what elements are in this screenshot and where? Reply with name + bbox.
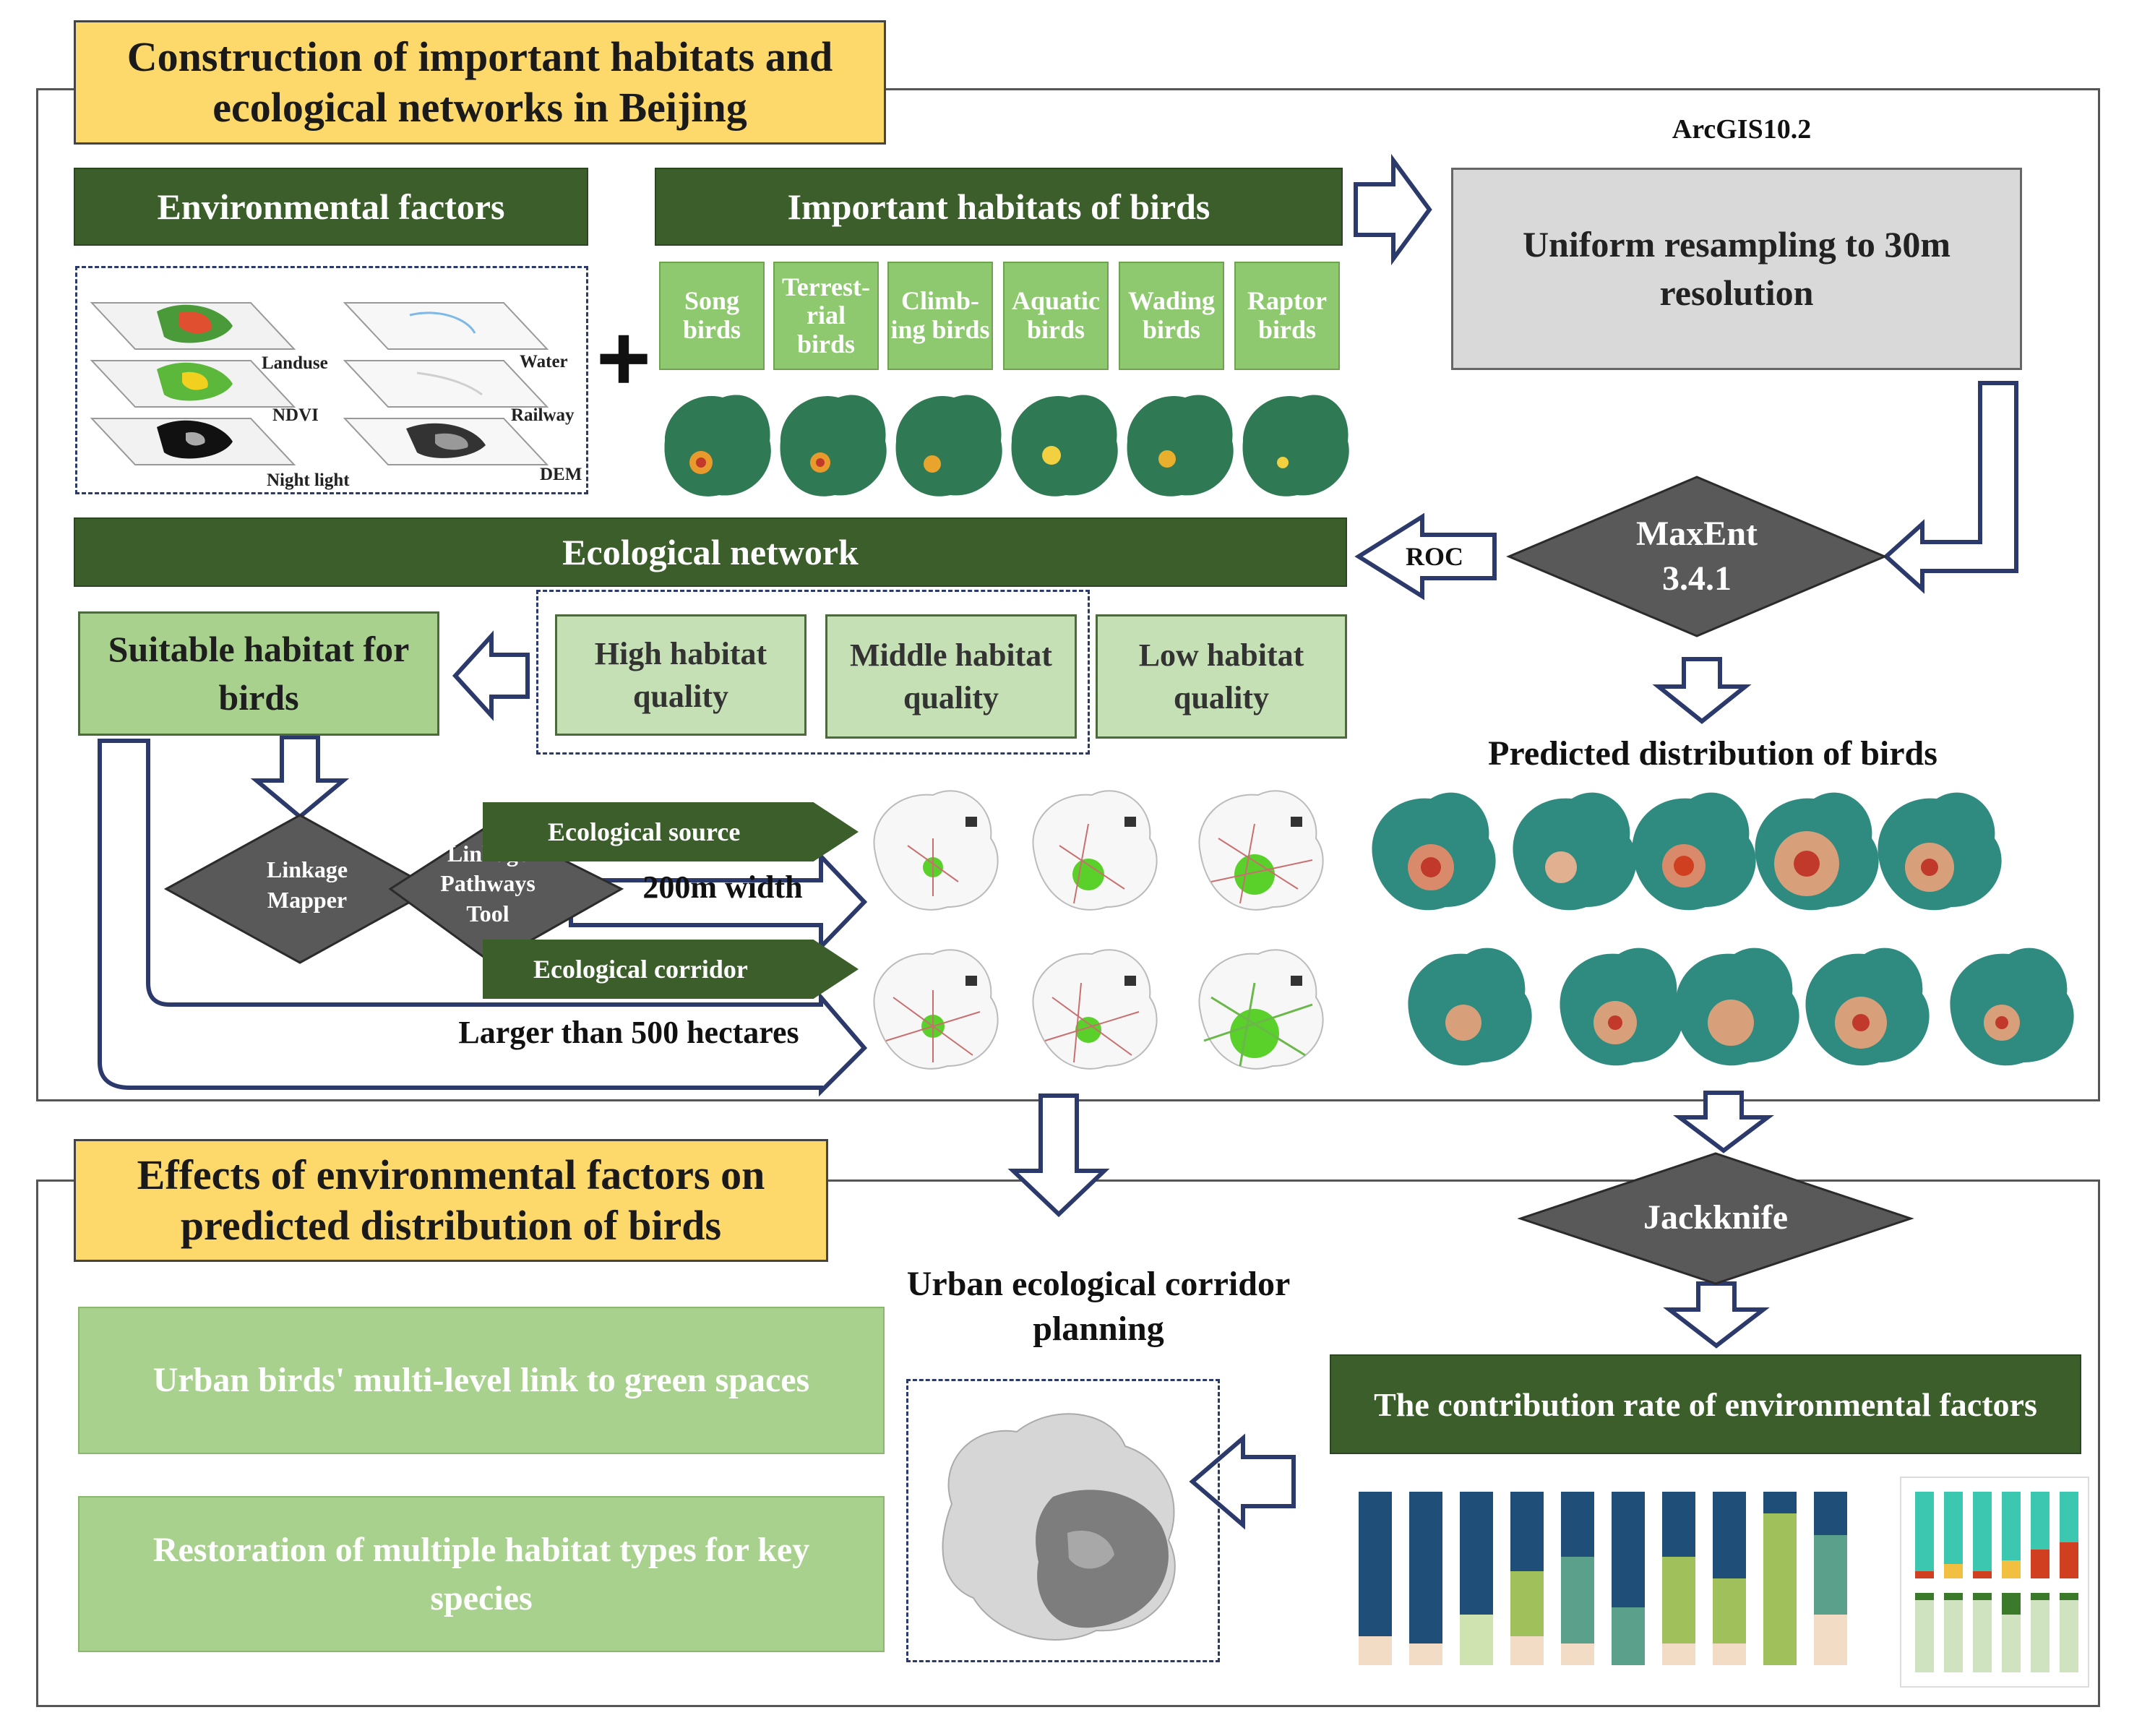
resample-box: Uniform resampling to 30m resolution	[1451, 168, 2022, 370]
contribution-header: The contribution rate of environmental f…	[1330, 1354, 2081, 1454]
habitat-maps-row	[664, 395, 1349, 497]
eco-network-header: Ecological network	[74, 517, 1347, 587]
network-maps	[873, 790, 1324, 1070]
corridor-planning-map	[906, 1379, 1220, 1662]
bottom-section-title: Effects of environmental factors on pred…	[74, 1139, 828, 1262]
roc-label: ROC	[1406, 541, 1463, 571]
quality-group	[536, 590, 1090, 755]
quality-high: High habitat quality	[555, 614, 807, 736]
beijing-district-map	[942, 1413, 1176, 1641]
env-factors-header: Environmental factors	[74, 168, 588, 246]
area-label: Larger than 500 hectares	[458, 1015, 799, 1051]
quality-low: Low habitat quality	[1096, 614, 1347, 739]
contribution-chart-thumbnail	[1330, 1463, 2089, 1694]
habitats-header: Important habitats of birds	[655, 168, 1343, 246]
jackknife-diamond	[1517, 1152, 1914, 1285]
bird-type-aquatic: Aquatic birds	[1003, 262, 1109, 370]
layer-label-night-light: Night light	[267, 470, 350, 490]
linkage-diamonds	[163, 814, 624, 964]
layer-label-water: Water	[520, 352, 568, 371]
layer-label-ndvi: NDVI	[272, 405, 319, 425]
env-factors-layers: Landuse NDVI Night light Water Railway D…	[75, 266, 588, 494]
quality-middle: Middle habitat quality	[825, 614, 1077, 739]
width-label: 200m width	[642, 869, 803, 906]
linkage-mapper-label: Linkage Mapper	[266, 856, 348, 913]
arcgis-label: ArcGIS10.2	[1672, 114, 1812, 145]
jackknife-label: Jackknife	[1643, 1198, 1788, 1237]
maxent-label: MaxEnt 3.4.1	[1636, 514, 1758, 598]
bird-type-climbing: Climb-ing birds	[887, 262, 993, 370]
bird-type-wading: Wading birds	[1119, 262, 1224, 370]
plus-sign: +	[596, 304, 651, 411]
eco-corridor-arrow: Ecological corridor	[483, 940, 859, 999]
finding-habitat-restoration: Restoration of multiple habitat types fo…	[78, 1496, 885, 1652]
finding-green-space-link: Urban birds' multi-level link to green s…	[78, 1307, 885, 1454]
eco-source-arrow: Ecological source	[483, 802, 859, 861]
bird-type-song: Song birds	[659, 262, 765, 370]
top-section-title: Construction of important habitats and e…	[74, 20, 886, 145]
layer-stack-illustration	[90, 302, 549, 465]
corridor-planning-label: Urban ecological corridor planning	[906, 1264, 1291, 1348]
predicted-distribution-label: Predicted distribution of birds	[1488, 734, 1937, 773]
bird-type-terrestrial: Terrest-rial birds	[773, 262, 879, 370]
bird-type-raptor: Raptor birds	[1234, 262, 1340, 370]
suitable-habitat-box: Suitable habitat for birds	[78, 611, 439, 736]
layer-label-railway: Railway	[511, 405, 575, 425]
predicted-maps	[1372, 792, 2074, 1066]
layer-label-dem: DEM	[540, 465, 582, 484]
maxent-diamond	[1506, 476, 1888, 637]
layer-label-landuse: Landuse	[262, 353, 328, 373]
